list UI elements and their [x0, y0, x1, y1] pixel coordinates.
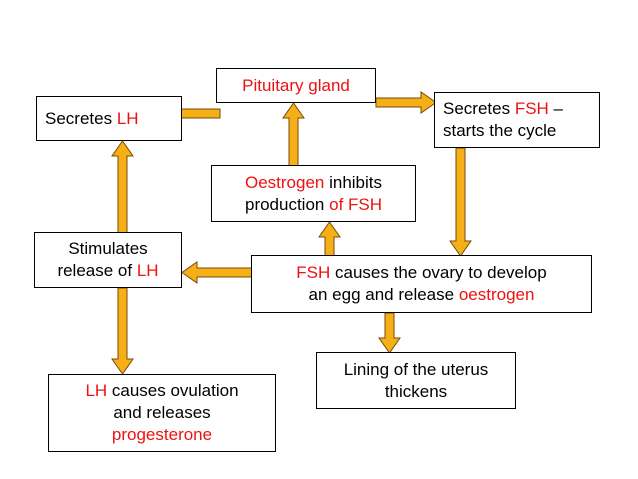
highlight-term: LH: [116, 108, 139, 128]
arrow-stimulates-lh-to-lh-ovulation: [111, 287, 134, 375]
plain-text: inhibits: [324, 172, 383, 192]
plain-text: Lining of the uterus: [343, 359, 489, 379]
plain-text: an egg and release: [308, 285, 459, 304]
highlight-term: LH: [85, 381, 108, 401]
arrow-pituitary-to-secretes-fsh: [375, 91, 437, 114]
plain-text: causes ovulation: [107, 381, 239, 401]
arrow-fsh-ovary-to-lining-uterus: [378, 312, 401, 354]
box-text-line: Stimulates: [68, 238, 147, 260]
arrow-fsh-ovary-to-stimulates-lh: [181, 261, 253, 284]
box-text-line: an egg and release oestrogen: [309, 284, 535, 306]
plain-text: release of: [57, 261, 137, 280]
highlight-term: FSH: [296, 263, 331, 283]
box-text-line: Secretes LH: [45, 108, 139, 130]
box-text-line: release of LH: [57, 260, 158, 282]
secretes-lh-box: Secretes LH: [36, 96, 182, 141]
highlight-term: of FSH: [329, 194, 383, 214]
secretes-fsh-box: Secretes FSH –starts the cycle: [434, 92, 600, 148]
pituitary-gland-box: Pituitary gland: [216, 68, 376, 103]
highlight-term: LH: [136, 261, 159, 280]
highlight-term: Oestrogen: [244, 172, 325, 192]
plain-text: causes the ovary to develop: [330, 263, 547, 283]
plain-text: Stimulates: [68, 239, 148, 259]
highlight-term: oestrogen: [458, 285, 535, 304]
box-text-line: Lining of the uterus: [344, 359, 489, 381]
box-text-line: thickens: [385, 381, 447, 403]
highlight-term: FSH: [514, 99, 549, 119]
box-text-line: Oestrogen inhibits: [245, 172, 382, 194]
plain-text: –: [548, 99, 563, 119]
box-text-line: LH causes ovulation: [85, 380, 238, 402]
plain-text: starts the cycle: [443, 121, 557, 140]
arrow-secretes-fsh-to-fsh-ovary: [449, 147, 472, 257]
box-text-line: starts the cycle: [443, 120, 556, 142]
plain-text: Secretes: [443, 99, 515, 119]
arrow-fsh-ovary-to-oestrogen: [318, 221, 341, 258]
arrow-stimulates-lh-to-secretes-lh: [111, 140, 134, 234]
highlight-term: Pituitary gland: [242, 75, 350, 95]
plain-text: production: [244, 194, 330, 214]
box-text-line: Secretes FSH –: [443, 98, 563, 120]
highlight-term: progesterone: [111, 424, 213, 444]
box-text-line: FSH causes the ovary to develop: [296, 262, 546, 284]
box-text-line: Pituitary gland: [242, 75, 350, 97]
box-text-line: and releases: [113, 402, 210, 424]
plain-text: and releases: [113, 403, 211, 423]
box-text-line: progesterone: [112, 424, 212, 446]
plain-text: thickens: [384, 381, 448, 401]
arrow-oestrogen-to-pituitary: [282, 102, 305, 167]
plain-text: Secretes: [45, 108, 117, 128]
box-text-line: production of FSH: [245, 194, 382, 216]
